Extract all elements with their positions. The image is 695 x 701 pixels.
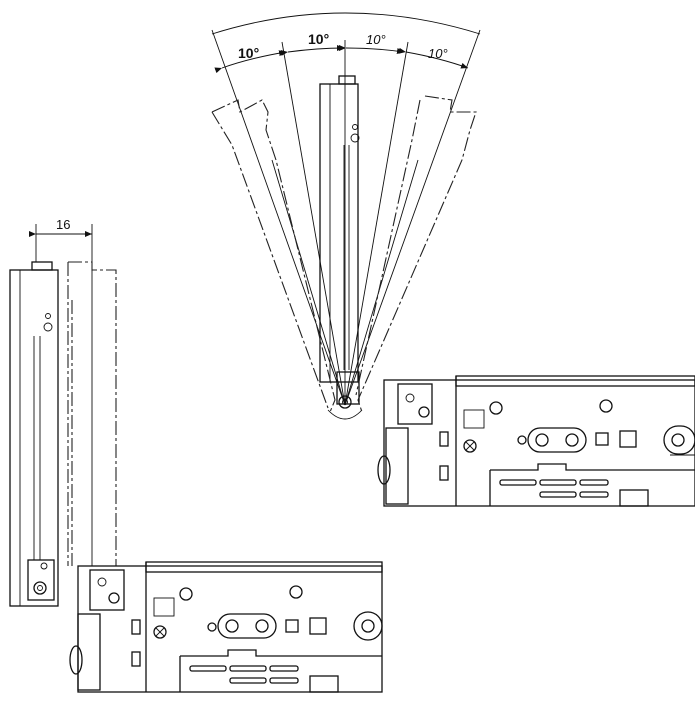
tilt-left-outline-edge	[211, 111, 329, 409]
angle-label-3: 10°	[366, 32, 386, 47]
radial-line	[344, 159, 419, 406]
angle-arc-outer	[211, 12, 481, 35]
offset-panel-solid	[9, 261, 59, 607]
dim-arc-3	[338, 44, 405, 54]
dim-arc-4	[398, 47, 469, 69]
angle-label-4: 10°	[428, 46, 448, 61]
radial-line	[344, 29, 481, 406]
radial-line	[281, 41, 346, 406]
upright-panel	[319, 75, 360, 409]
base-unit-bottom	[69, 561, 383, 693]
offset-diagram: 16	[9, 217, 117, 607]
dim-arc-1	[214, 50, 287, 74]
radial-line	[271, 159, 346, 406]
tilt-right-outline-edge	[355, 99, 421, 396]
offset-label: 16	[56, 217, 70, 232]
pivot-arc	[327, 409, 363, 420]
radial-line	[344, 41, 409, 406]
dim-arc-2	[280, 45, 345, 56]
radial-line	[211, 29, 346, 406]
angle-label-2: 10°	[308, 31, 329, 47]
base-unit-top	[377, 375, 695, 507]
angle-label-1: 10°	[238, 45, 259, 61]
tilt-left-outline	[211, 99, 336, 413]
tilt-right-outline	[357, 95, 477, 413]
tilt-diagram: 10° 10° 10° 10°	[211, 12, 481, 420]
